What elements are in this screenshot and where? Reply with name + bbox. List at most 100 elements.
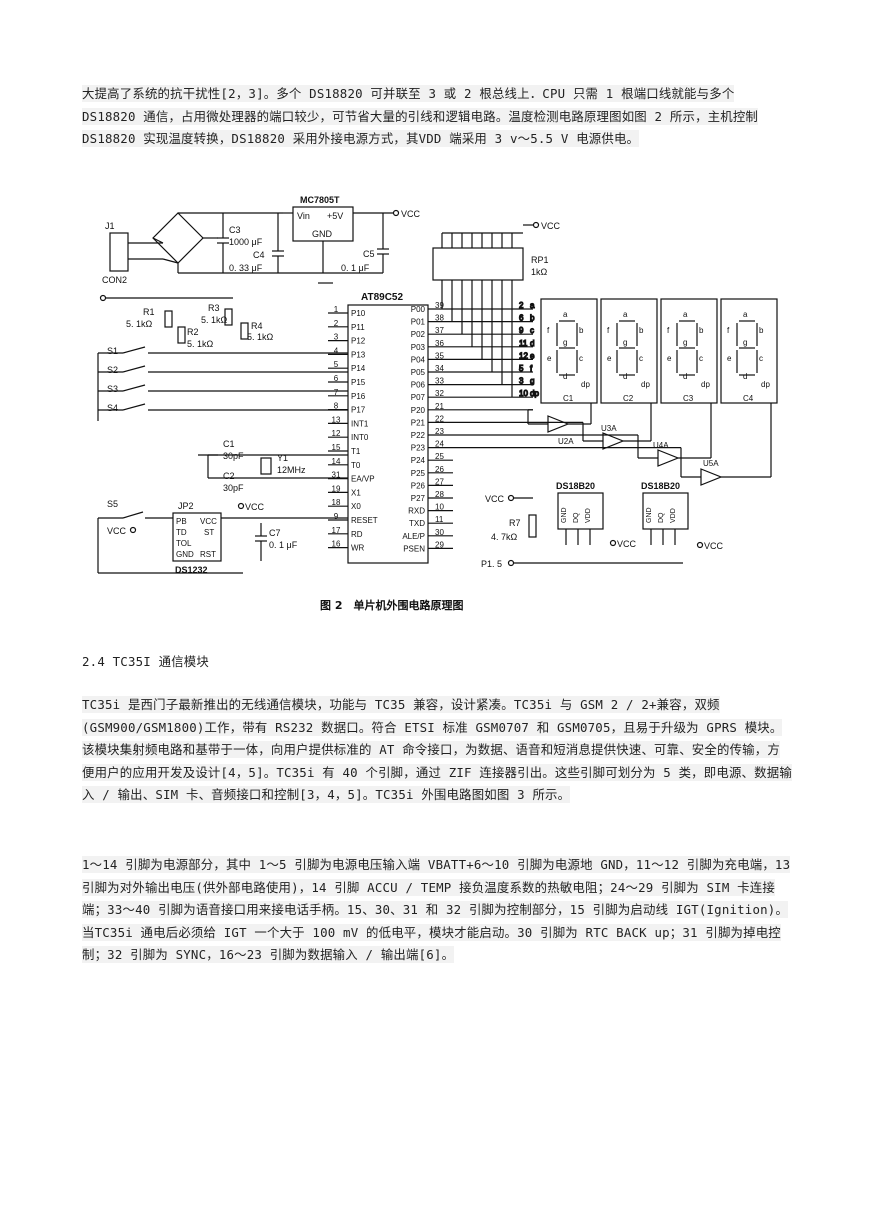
segment-letter: f — [530, 364, 533, 373]
seven-segment-display — [660, 298, 718, 404]
mcu-pin-number: 1 — [334, 305, 339, 314]
mcu-pin-number: 8 — [334, 402, 339, 411]
segment-pin: 5 — [519, 364, 524, 373]
mcu-pin-label: P25 — [411, 469, 426, 478]
p15-label: P1. 5 — [481, 559, 502, 569]
resistor-r2 — [177, 326, 186, 344]
bridge-rectifier — [152, 212, 204, 264]
mcu-pin-label: P16 — [351, 392, 366, 401]
mcu-pin-number: 6 — [334, 374, 339, 383]
ds18b20-pin-label: DQ — [658, 512, 665, 523]
display-seg-e: e — [607, 354, 612, 363]
ds18b20-pin-label: DQ — [573, 512, 580, 523]
r2-label: R2 — [187, 327, 199, 337]
c7-label: C7 — [269, 528, 281, 538]
con2-label: CON2 — [102, 275, 127, 285]
u3a-label: U3A — [601, 424, 617, 433]
seven-segment-display — [600, 298, 658, 404]
crystal-y1 — [260, 457, 272, 475]
jp2-label: JP2 — [178, 501, 194, 511]
j1-connector — [109, 232, 129, 272]
mcu-pin-number: 33 — [435, 377, 444, 386]
mcu-pin-number: 4 — [334, 346, 339, 355]
ds1232-td: TD — [176, 528, 187, 537]
mcu-pin-label: T0 — [351, 461, 361, 470]
mcu-pin-number: 23 — [435, 427, 444, 436]
mcu-pin-label: P22 — [411, 431, 426, 440]
mcu-pin-label: INT1 — [351, 419, 369, 428]
ds1232-st: ST — [204, 528, 214, 537]
u2a-label: U2A — [558, 437, 574, 446]
resistor-r3 — [224, 308, 233, 326]
rp1-value: 1kΩ — [531, 267, 548, 277]
mcu-pin-number: 15 — [332, 443, 341, 452]
display-seg-a: a — [743, 310, 748, 319]
mcu-pin-label: P07 — [411, 393, 426, 402]
paragraph-pins-text: 1～14 引脚为电源部分，其中 1～5 引脚为电源电压输入端 VBATT+6～1… — [82, 856, 791, 963]
paragraph-intro: 大提高了系统的抗干扰性[2，3]。多个 DS18820 可并联至 3 或 2 根… — [82, 83, 792, 151]
ds18b20-label-2: DS18B20 — [641, 481, 680, 491]
display-seg-a: a — [683, 310, 688, 319]
mcu-pin-number: 9 — [334, 512, 339, 521]
c3-value: 1000 μF — [229, 237, 263, 247]
mcu-pin-label: P06 — [411, 381, 426, 390]
display-name: C4 — [743, 394, 754, 403]
c5-value: 0. 1 μF — [341, 263, 370, 273]
segment-pin: 2 — [519, 301, 524, 310]
mcu-pin-number: 25 — [435, 452, 444, 461]
vcc-label-8: VCC — [704, 541, 724, 551]
display-seg-e: e — [727, 354, 732, 363]
vcc-label-1: VCC — [401, 209, 421, 219]
buffer-u2a — [547, 415, 570, 433]
segment-letter: b — [530, 314, 535, 323]
display-seg-dp: dp — [641, 380, 650, 389]
mcu-pin-number: 2 — [334, 319, 339, 328]
display-seg-dp: dp — [701, 380, 710, 389]
r4-label: R4 — [251, 321, 263, 331]
segment-pin: 9 — [519, 326, 524, 335]
reg-5v: +5V — [327, 211, 343, 221]
display-seg-c: c — [699, 354, 703, 363]
mcu-pin-number: 3 — [334, 333, 339, 342]
reg-gnd: GND — [312, 229, 333, 239]
display-seg-g: g — [623, 338, 627, 347]
display-seg-e: e — [667, 354, 672, 363]
figure-caption: 图 2 单片机外围电路原理图 — [320, 598, 463, 612]
reg-vin: Vin — [297, 211, 310, 221]
mcu-pin-label: EA/VP — [351, 475, 375, 484]
paragraph-tc35i: TC35i 是西门子最新推出的无线通信模块，功能与 TC35 兼容，设计紧凑。T… — [82, 694, 792, 807]
paragraph-tc35i-text: TC35i 是西门子最新推出的无线通信模块，功能与 TC35 兼容，设计紧凑。T… — [82, 696, 792, 803]
display-seg-c: c — [759, 354, 763, 363]
section-heading: 2.4 TC35I 通信模块 — [82, 651, 792, 674]
ds1232-rst: RST — [200, 550, 216, 559]
mcu-pin-number: 29 — [435, 540, 444, 549]
segment-pin: 10 — [519, 389, 528, 398]
display-seg-g: g — [743, 338, 747, 347]
display-seg-c: c — [639, 354, 643, 363]
display-name: C2 — [623, 394, 634, 403]
mcu-pin-number: 26 — [435, 465, 444, 474]
mcu-pin-label: P15 — [351, 378, 366, 387]
c4-label: C4 — [253, 250, 265, 260]
section-heading-text: 2.4 TC35I 通信模块 — [82, 654, 209, 669]
mcu-pin-number: 19 — [332, 484, 341, 493]
segment-pin: 11 — [519, 339, 528, 348]
display-name: C3 — [683, 394, 694, 403]
vcc-label-5: VCC — [245, 502, 265, 512]
r1-label: R1 — [143, 307, 155, 317]
ds1232-label: DS1232 — [175, 565, 208, 575]
c1-label: C1 — [223, 439, 235, 449]
mcu-pin-number: 17 — [332, 526, 341, 535]
mcu-pin-label: P04 — [411, 355, 426, 364]
display-seg-f: f — [727, 326, 730, 335]
mcu-pin-label: X1 — [351, 488, 361, 497]
vcc-label-2: VCC — [541, 221, 561, 231]
ds18b20-sensor-2 — [642, 492, 689, 530]
s5-label: S5 — [107, 499, 118, 509]
ds1232-vcc: VCC — [200, 517, 217, 526]
mcu-pin-label: RESET — [351, 516, 378, 525]
mcu-pin-label: P01 — [411, 318, 426, 327]
mcu-pin-number: 39 — [435, 301, 444, 310]
u5a-label: U5A — [703, 459, 719, 468]
mcu-pin-number: 10 — [435, 503, 444, 512]
